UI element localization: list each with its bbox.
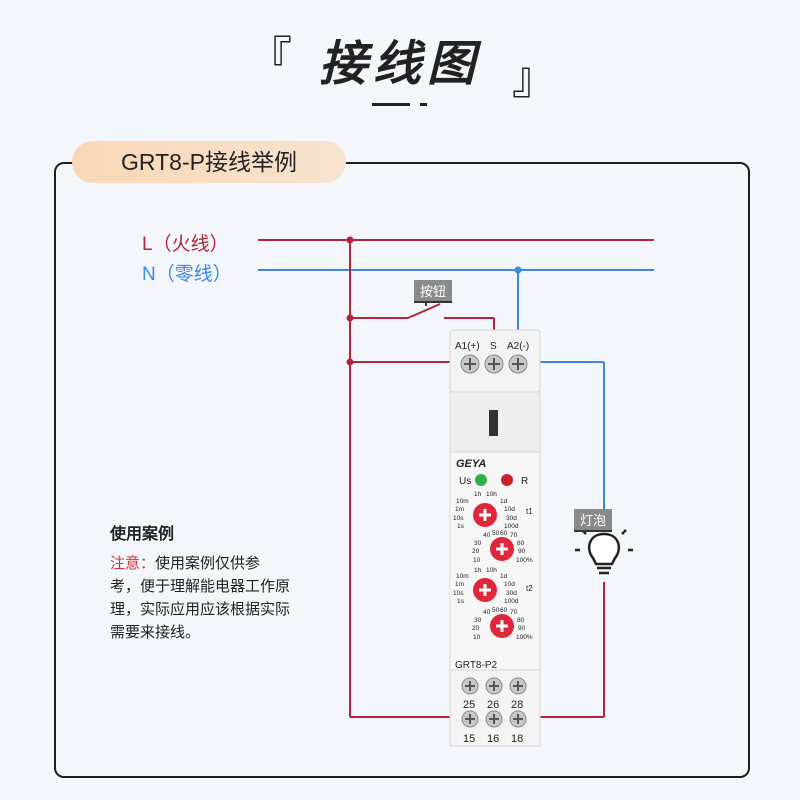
- device-clip: [489, 410, 498, 436]
- lightbulb-icon: [575, 521, 633, 575]
- header-bracket-open: 『: [248, 33, 292, 84]
- t2-range-label-1s: 1s: [457, 598, 465, 605]
- t2-range-label-1h: 1h: [474, 567, 482, 574]
- terminal-label-s: S: [490, 341, 497, 352]
- terminal-label-28: 28: [511, 699, 523, 711]
- terminal-screw-a1: [460, 354, 480, 374]
- t2-range-label-10d: 10d: [504, 581, 515, 588]
- diagram-frame: [54, 162, 750, 778]
- led-label-us: Us: [459, 476, 471, 487]
- t2-value-label-50: 50: [492, 607, 500, 614]
- terminal-label-15: 15: [463, 733, 475, 745]
- led-r: [501, 474, 513, 486]
- t1-range-label-100d: 100d: [504, 523, 519, 530]
- terminal-screw-s: [484, 354, 504, 374]
- led-label-r: R: [521, 476, 528, 487]
- t2-value-label-60: 60: [500, 607, 508, 614]
- t2-value-label-40: 40: [483, 609, 491, 616]
- t1-label: t1: [526, 507, 533, 516]
- t1-range-label-1d: 1d: [500, 498, 508, 505]
- terminal-screw-16: [485, 710, 503, 728]
- t2-range-label-10s: 10s: [453, 590, 464, 597]
- title-underline: [372, 103, 410, 106]
- live-wire-label: L（火线）: [142, 234, 229, 255]
- t1-range-label-1m: 1m: [455, 506, 464, 513]
- t1-value-label-40: 40: [483, 532, 491, 539]
- neutral-wire-label: N（零线）: [142, 264, 232, 285]
- t1-value-label-60: 60: [500, 530, 508, 537]
- t1-range-label-10d: 10d: [504, 506, 515, 513]
- lamp-label: 灯泡: [574, 509, 613, 532]
- t1-value-label-80: 80: [517, 540, 525, 547]
- t1-range-knob: [473, 503, 497, 527]
- t2-value-label-100: 100%: [516, 634, 533, 641]
- terminal-label-26: 26: [487, 699, 499, 711]
- t1-value-label-50: 50: [492, 530, 500, 537]
- t1-range-label-10s: 10s: [453, 515, 464, 522]
- title-underline-dot: [420, 103, 427, 106]
- t2-range-label-30d: 30d: [506, 590, 517, 597]
- t2-value-label-90: 90: [518, 625, 526, 632]
- terminal-screw-a2: [508, 354, 528, 374]
- brand-logo: GEYA: [456, 458, 486, 470]
- t2-range-label-1m: 1m: [455, 581, 464, 588]
- relay-device: [449, 329, 541, 747]
- t2-label: t2: [526, 584, 533, 593]
- terminal-label-a2: A2(-): [507, 341, 529, 352]
- t1-value-label-20: 20: [472, 548, 480, 555]
- terminal-label-16: 16: [487, 733, 499, 745]
- usage-note-label: 注意：: [110, 555, 156, 572]
- t2-value-label-80: 80: [517, 617, 525, 624]
- t1-value-label-70: 70: [510, 532, 518, 539]
- t1-range-label-10h: 10h: [486, 491, 497, 498]
- t1-value-knob: [490, 537, 514, 561]
- t2-range-label-10m: 10m: [456, 573, 469, 580]
- terminal-screw-15: [461, 710, 479, 728]
- t2-value-label-20: 20: [472, 625, 480, 632]
- led-us: [475, 474, 487, 486]
- t1-range-label-1s: 1s: [457, 523, 465, 530]
- t1-range-label-30d: 30d: [506, 515, 517, 522]
- t1-value-label-30: 30: [474, 540, 482, 547]
- t2-range-knob: [473, 578, 497, 602]
- t2-range-label-10h: 10h: [486, 567, 497, 574]
- terminal-label-25: 25: [463, 699, 475, 711]
- t2-value-knob: [490, 614, 514, 638]
- terminal-screw-18: [509, 710, 527, 728]
- terminal-label-a1: A1(+): [455, 341, 480, 352]
- t1-value-label-10: 10: [473, 557, 481, 564]
- terminal-label-18: 18: [511, 733, 523, 745]
- button-label: 按钮: [414, 280, 453, 303]
- live-junction-top: [346, 236, 354, 244]
- t2-value-label-70: 70: [510, 609, 518, 616]
- section-tag: GRT8-P接线举例: [72, 141, 346, 183]
- t1-range-label-10m: 10m: [456, 498, 469, 505]
- t2-value-label-30: 30: [474, 617, 482, 624]
- usage-note: 注意：使用案例仅供参考，便于理解能电器工作原理，实际应用应该根据实际需要来接线。: [110, 552, 290, 644]
- terminal-screw-25: [461, 677, 479, 695]
- device-model: GRT8-P2: [455, 660, 497, 671]
- usage-title: 使用案例: [110, 526, 175, 543]
- terminal-screw-26: [485, 677, 503, 695]
- button-switch-blade: [407, 303, 441, 319]
- t1-range-label-1h: 1h: [474, 491, 482, 498]
- t1-value-label-90: 90: [518, 548, 526, 555]
- t2-range-label-1d: 1d: [500, 573, 508, 580]
- usage-note-text: 使用案例仅供参考，便于理解能电器工作原理，实际应用应该根据实际需要来接线。: [110, 555, 291, 641]
- t1-value-label-100: 100%: [516, 557, 533, 564]
- page-title: 接线图: [318, 38, 481, 91]
- t2-range-label-100d: 100d: [504, 598, 519, 605]
- t2-value-label-10: 10: [473, 634, 481, 641]
- header-bracket-close: 』: [512, 53, 556, 104]
- terminal-screw-28: [509, 677, 527, 695]
